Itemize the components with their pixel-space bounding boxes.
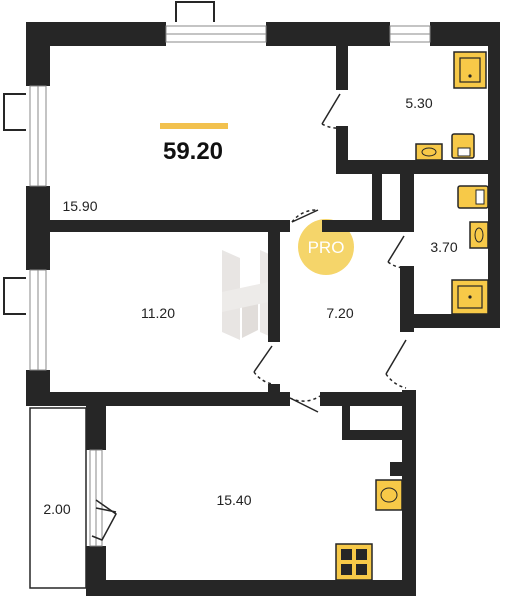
room-area-hallway: 7.20	[326, 305, 353, 321]
room-area-toilet: 3.70	[430, 239, 457, 255]
sink-icon	[469, 221, 489, 249]
pro-badge-label: PRO	[308, 238, 345, 257]
toilet-icon	[457, 185, 489, 209]
window-bays	[3, 1, 215, 315]
total-area: 59.20	[163, 138, 223, 165]
room-area-kitchen: 15.40	[216, 492, 251, 508]
pro-badge: PRO	[298, 219, 354, 275]
windows	[29, 25, 431, 547]
bathtub-icon	[451, 279, 489, 315]
balcony-outline	[29, 407, 87, 589]
room-area-bathroom: 5.30	[405, 95, 432, 111]
total-area-accent	[160, 123, 228, 129]
room-area-living-room: 15.90	[62, 198, 97, 214]
walls	[26, 22, 500, 596]
room-area-bedroom: 11.20	[141, 305, 175, 321]
sink-icon	[375, 479, 403, 511]
sink-icon	[415, 143, 443, 161]
door-swing-icon	[91, 93, 407, 541]
room-area-balcony: 2.00	[43, 501, 70, 517]
stove-icon	[335, 543, 373, 581]
bathtub-icon	[453, 51, 487, 89]
toilet-icon	[451, 133, 475, 159]
